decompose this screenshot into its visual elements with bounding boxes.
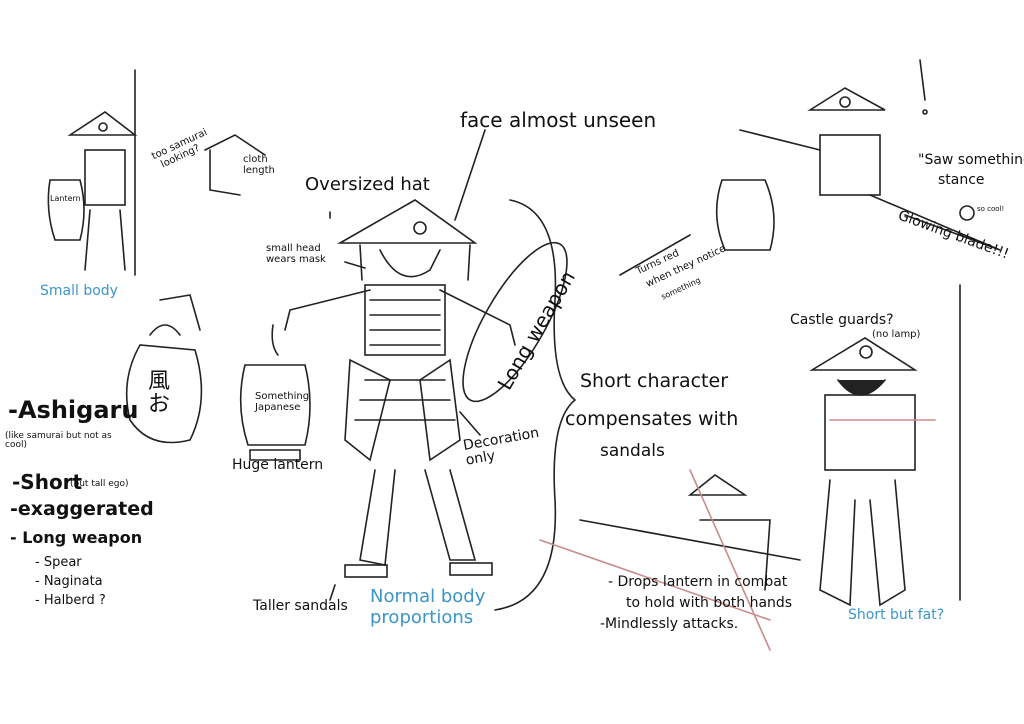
- list-item: - Naginata: [35, 574, 103, 589]
- note-short-fat: Short but fat?: [848, 607, 945, 623]
- note-so-cool: so cool!: [977, 205, 1005, 213]
- note-short-3: sandals: [600, 441, 665, 461]
- note-saw-1: "Saw something": [918, 152, 1024, 168]
- note-drops-2: to hold with both hands: [626, 595, 793, 611]
- note-normal-2: proportions: [370, 607, 474, 628]
- list-short-note: (but tall ego): [70, 479, 129, 489]
- note-drops-1: - Drops lantern in combat: [608, 574, 788, 590]
- list-exaggerated: -exaggerated: [10, 498, 154, 520]
- list-title: -Ashigaru: [8, 396, 139, 424]
- note-small-body: Small body: [40, 283, 118, 299]
- list-item: - Halberd ?: [35, 593, 106, 608]
- note-short-2: compensates with: [565, 408, 739, 430]
- note-drops-3: -Mindlessly attacks.: [600, 616, 739, 632]
- lunging-figure: [539, 469, 801, 651]
- note-sandals: Taller sandals: [253, 598, 348, 614]
- note-short-1: Short character: [580, 370, 729, 392]
- lantern-kanji: 風お: [148, 369, 171, 418]
- note-face: face almost unseen: [460, 108, 657, 132]
- note-lantern-text: Something Japanese: [255, 391, 310, 413]
- note-saw-2: stance: [938, 172, 985, 188]
- main-ashigaru-figure: [239, 199, 516, 578]
- note-hat: Oversized hat: [305, 174, 430, 195]
- castle-guard-figure: [809, 284, 961, 607]
- note-normal-1: Normal body: [370, 586, 486, 607]
- note-head: small head wears mask: [266, 243, 326, 265]
- bracket: [494, 199, 577, 611]
- note-lantern-small: Lantern: [50, 194, 81, 203]
- list-short: -Short: [12, 470, 83, 494]
- note-no-lamp: (no lamp): [872, 329, 921, 340]
- list-item: - Spear: [35, 555, 82, 570]
- list-title-note: (like samurai but not as cool): [5, 431, 112, 451]
- note-castle: Castle guards?: [790, 312, 894, 328]
- list-long-weapon: - Long weapon: [10, 528, 143, 547]
- saw-something-figure: [715, 59, 1001, 251]
- note-lantern: Huge lantern: [232, 457, 324, 473]
- note-cloth-2: length: [243, 165, 275, 176]
- note-cloth-1: cloth: [243, 154, 268, 165]
- small-figure: [47, 69, 266, 276]
